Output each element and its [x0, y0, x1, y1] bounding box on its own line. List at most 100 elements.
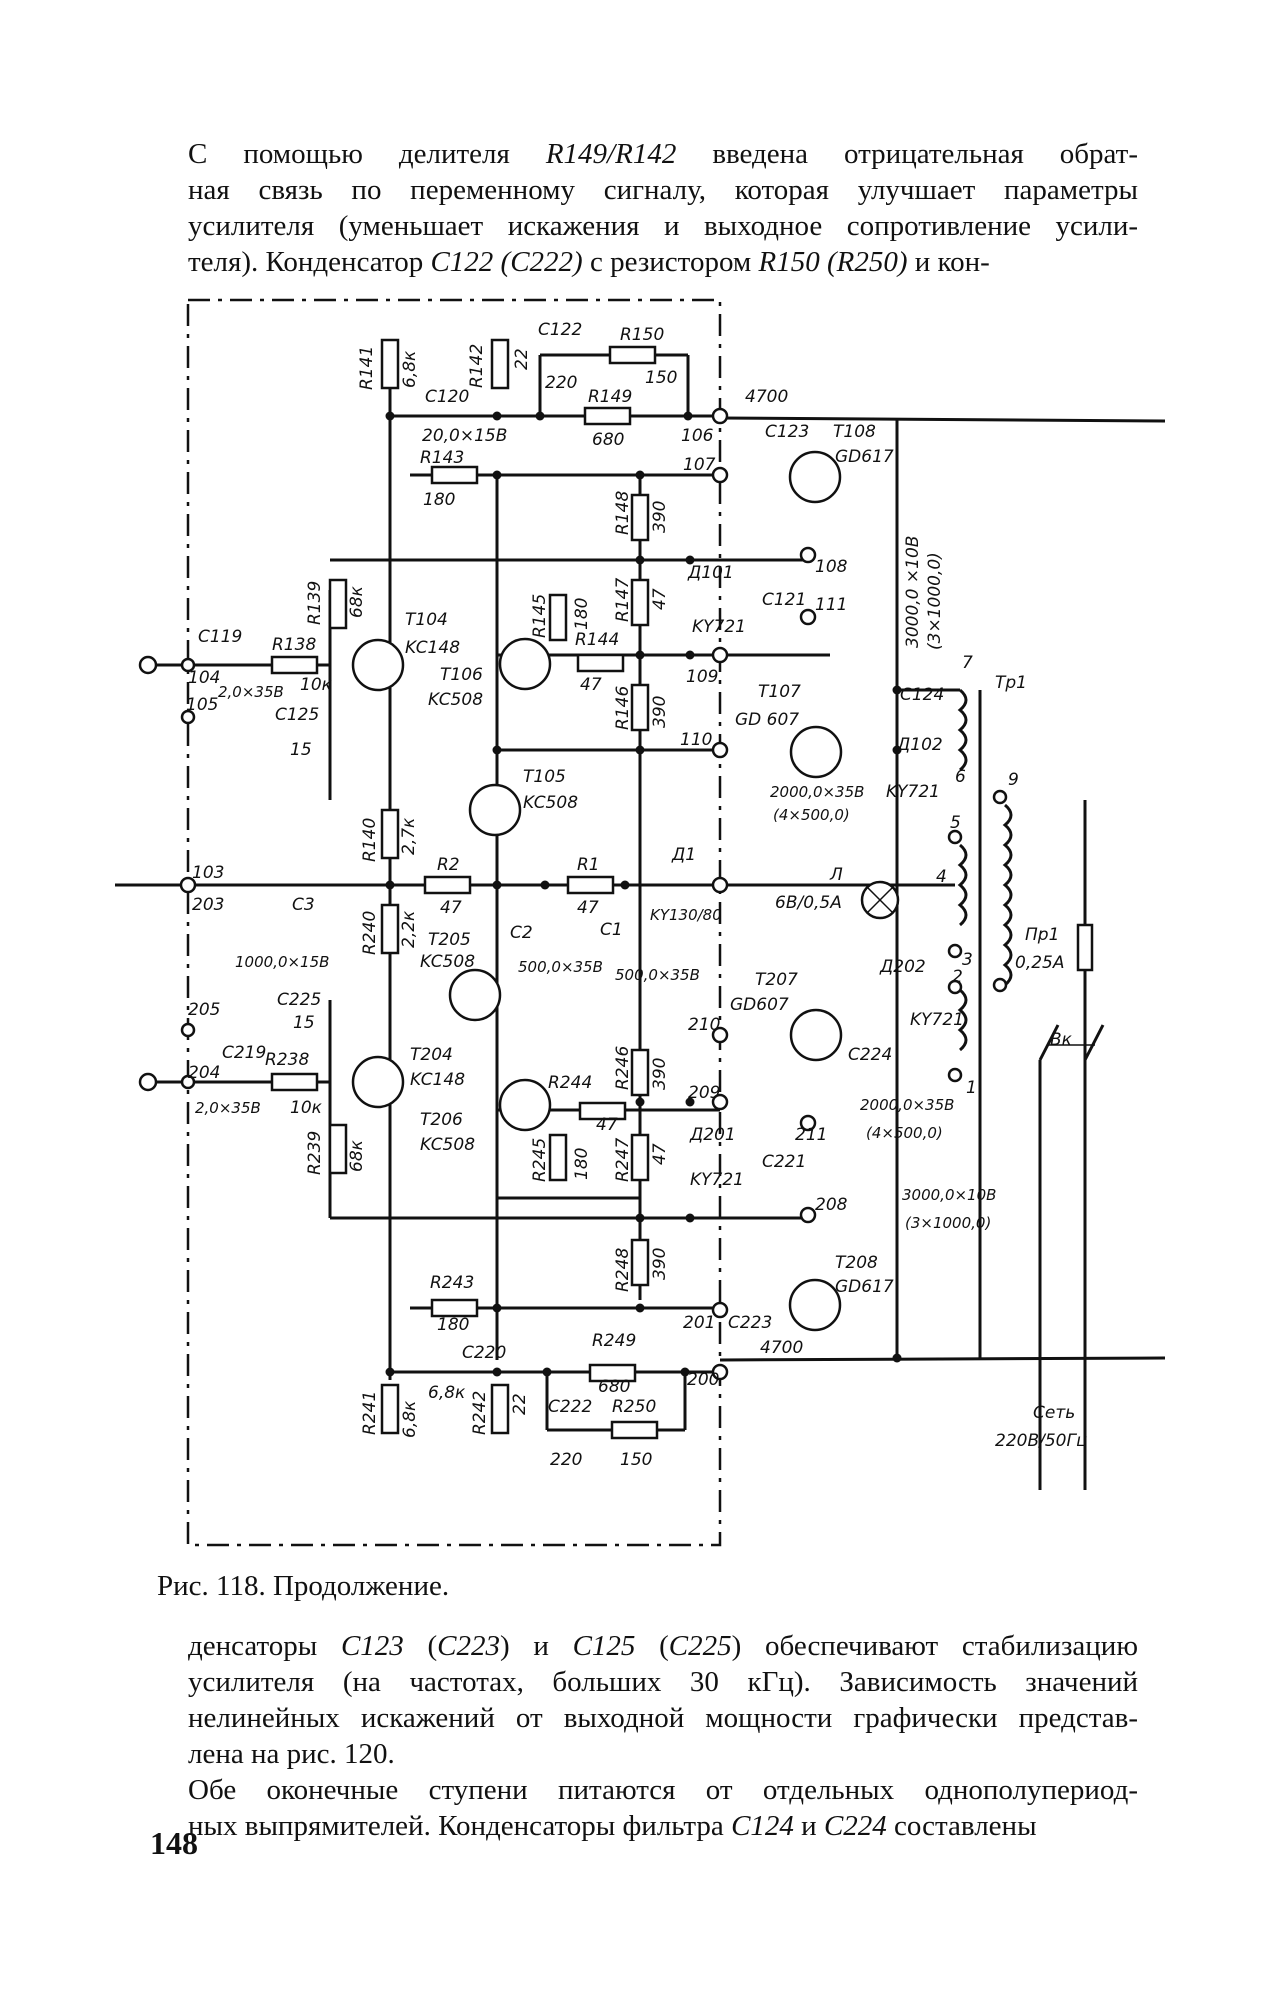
label-R242-value: 22: [510, 1393, 530, 1415]
text-line: С помощью делителя R149/R142 введена отр…: [188, 138, 1138, 170]
label-C220-value: 6,8к: [428, 1383, 466, 1403]
label-C122-value: 220: [545, 373, 577, 393]
label-R248-value: 390: [650, 1248, 670, 1280]
label-mains: Сеть: [1033, 1403, 1075, 1423]
resistor-R243: [430, 1298, 479, 1318]
label-C219: C219: [222, 1043, 266, 1063]
label-node-200: 200: [687, 1370, 719, 1390]
label-Vk: Вк: [1050, 1030, 1073, 1050]
label-C3-value: 1000,0×15В: [235, 953, 329, 971]
bottom-paragraph: денсаторы C123 (C223) и C125 (C225) обес…: [188, 1628, 1138, 1844]
label-R247-value: 47: [650, 1143, 670, 1165]
resistor-R1: [566, 875, 615, 895]
label-pin5: 5: [950, 813, 961, 833]
transistor-T104: [351, 638, 405, 692]
transistor-T207: [789, 1008, 843, 1062]
label-T104: T104: [405, 610, 448, 630]
label-C122: C122: [538, 320, 582, 340]
label-R138: R138: [272, 635, 316, 655]
label-T207: T207: [755, 970, 798, 990]
label-R140: R140: [360, 818, 380, 862]
label-C124: C124: [900, 685, 944, 705]
label-R139-value: 68к: [347, 585, 367, 618]
resistor-R140: [380, 808, 400, 860]
resistor-R144: [576, 653, 625, 673]
label-R242: R242: [470, 1391, 490, 1435]
transistor-T205: [448, 968, 502, 1022]
label-D201: Д201: [689, 1125, 736, 1145]
resistor-R139: [328, 578, 348, 630]
label-C221-value2: (3×1000,0): [905, 1214, 991, 1232]
label-C221-value: 3000,0×10В: [902, 1186, 996, 1204]
label-R145: R145: [530, 594, 550, 638]
label-R244: R244: [548, 1073, 592, 1093]
label-T208-type: GD617: [835, 1277, 894, 1297]
label-node-204: 204: [188, 1063, 220, 1083]
resistor-R148: [630, 493, 650, 542]
label-R240: R240: [360, 911, 380, 955]
label-T204-type: KC148: [410, 1070, 465, 1090]
resistor-R138: [270, 655, 319, 675]
label-T105-type: KC508: [523, 793, 578, 813]
board-boundary: [186, 298, 722, 1547]
label-R250-value: 150: [620, 1450, 652, 1470]
label-pin7: 7: [962, 653, 973, 673]
label-R239-value: 68к: [347, 1139, 367, 1172]
label-node-109: 109: [686, 667, 718, 687]
fuse-Pr1: [1076, 923, 1094, 972]
amplifier-schematic: R141 6,8к R142 22 C122 220 R150 150 C120…: [115, 298, 1166, 1547]
text-line: ная связь по переменному сигналу, котора…: [188, 174, 1138, 206]
label-D102: Д102: [896, 735, 943, 755]
figure-caption: Рис. 118. Продолжение.: [157, 1570, 450, 1602]
resistor-R142: [490, 338, 510, 390]
label-C3: C3: [292, 895, 315, 915]
label-R243: R243: [430, 1273, 474, 1293]
label-R147-value: 47: [650, 588, 670, 610]
label-R148: R148: [613, 491, 633, 535]
label-C121: C121: [762, 590, 806, 610]
label-node-201: 201: [683, 1313, 715, 1333]
label-R141: R141: [357, 346, 377, 390]
transistor-T107: [789, 725, 843, 779]
label-pin4: 4: [936, 867, 947, 887]
label-T105: T105: [523, 767, 566, 787]
winding-3-5: [957, 843, 968, 927]
label-Pr1: Пр1: [1025, 925, 1059, 945]
label-D202-type: KY721: [910, 1010, 964, 1030]
label-R243-value: 180: [437, 1315, 469, 1335]
resistor-R240: [380, 903, 400, 955]
resistor-R250: [610, 1420, 659, 1440]
winding-1-2: [957, 988, 968, 1052]
label-C222: C222: [548, 1397, 592, 1417]
label-node-108: 108: [815, 557, 848, 577]
resistor-R245: [548, 1133, 568, 1182]
text-line: усилителя (уменьшает искажения и выходно…: [188, 210, 1138, 242]
label-C124-value: 2000,0×35В: [770, 783, 864, 801]
label-R145-value: 180: [572, 598, 592, 630]
label-R249-value: 680: [598, 1377, 630, 1397]
label-R139: R139: [305, 581, 325, 625]
label-C120-value: 20,0×15В: [422, 426, 507, 446]
label-C2-value: 500,0×35В: [518, 958, 603, 976]
resistor-R249: [588, 1363, 637, 1383]
label-Pr1-value: 0,25А: [1015, 953, 1064, 973]
label-R147: R147: [613, 578, 633, 622]
label-node-106: 106: [681, 426, 714, 446]
label-R138-value: 10к: [300, 675, 333, 695]
text-line: ных выпрямителей. Конденсаторы фильтра C…: [188, 1810, 1037, 1842]
label-T207-type: GD607: [730, 995, 789, 1015]
label-C125: C125: [275, 705, 319, 725]
label-T205: T205: [428, 930, 471, 950]
label-R144: R144: [575, 630, 619, 650]
label-R239: R239: [305, 1131, 325, 1175]
label-node-104: 104: [188, 668, 220, 688]
label-R248: R248: [613, 1248, 633, 1292]
label-R149-value: 680: [592, 430, 624, 450]
label-R143: R143: [420, 448, 464, 468]
winding-primary: [1002, 803, 1013, 987]
label-T107: T107: [758, 682, 801, 702]
label-C1: C1: [600, 920, 623, 940]
label-pin3: 3: [962, 950, 973, 970]
text-line: лена на рис. 120.: [188, 1738, 395, 1770]
label-D102-type: KY721: [886, 782, 940, 802]
